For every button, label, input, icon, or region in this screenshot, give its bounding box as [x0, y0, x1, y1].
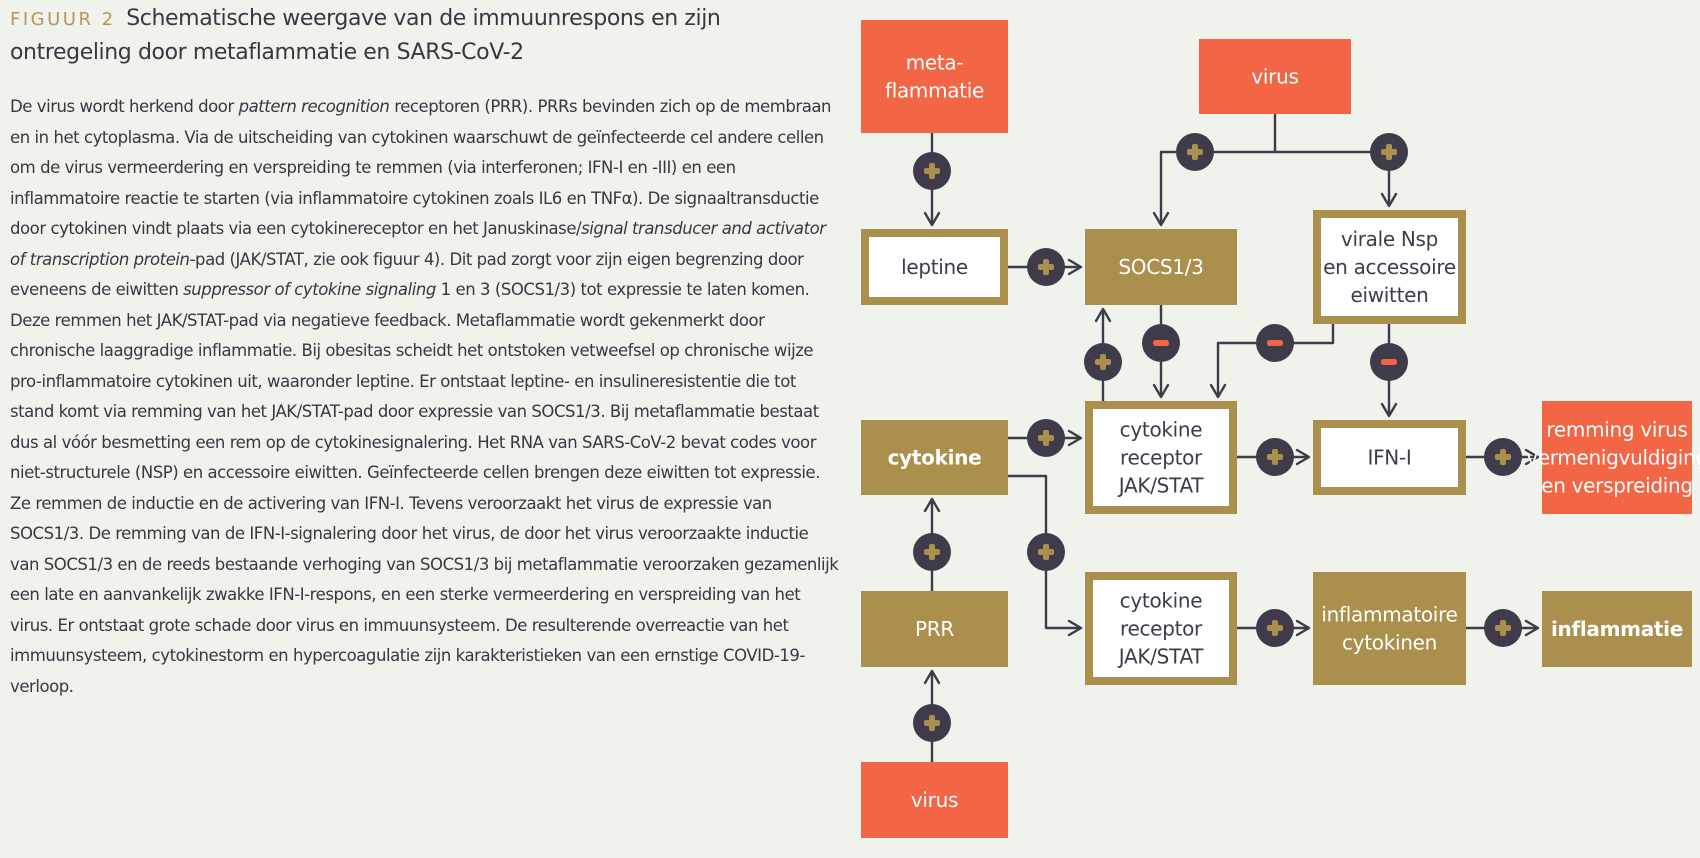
node-label-line: cytokine: [888, 446, 982, 470]
node-label-line: leptine: [901, 255, 968, 279]
node-ifn: IFN-I: [1313, 420, 1466, 495]
node-label-line: remming virus: [1546, 418, 1687, 442]
node-label-line: PRR: [915, 617, 954, 641]
node-inflammatie: inflammatie: [1542, 591, 1692, 667]
node-nsp: virale Nsp en accessoire eiwitten: [1313, 210, 1466, 324]
figure-caption: FIGUUR 2 Schematische weergave van de im…: [10, 2, 840, 702]
node-inflcyt: inflammatoire cytokinen: [1313, 572, 1466, 685]
node-label-line: IFN-I: [1368, 446, 1412, 470]
connector-arrow: [1152, 114, 1277, 227]
plus-sign-virus-socs: [1176, 133, 1214, 171]
minus-sign-nsp-receptor: [1256, 324, 1294, 362]
node-socs: SOCS1/3: [1085, 229, 1237, 305]
diagram-signs: [913, 133, 1522, 742]
node-label-line: cytokinen: [1342, 631, 1437, 655]
node-label-line: en accessoire: [1323, 255, 1456, 279]
node-virus-top: virus: [1199, 39, 1351, 114]
node-label-line: vermenigvuldiging: [1526, 446, 1700, 470]
node-label-line: virus: [1251, 65, 1298, 89]
node-leptine: leptine: [861, 229, 1008, 305]
plus-sign-meta-leptine: [913, 152, 951, 190]
plus-sign-virus-nsp: [1370, 133, 1408, 171]
plus-sign-ifn-remming: [1484, 438, 1522, 476]
node-label-line: receptor: [1120, 617, 1203, 641]
node-label-line: flammatie: [885, 79, 984, 103]
figure-title: Schematische weergave van de immuunrespo…: [10, 6, 721, 65]
node-label-line: JAK/STAT: [1117, 474, 1204, 498]
plus-sign-cytokine-receptor2: [1027, 533, 1065, 571]
plus-sign-inflcyt-inflammatie: [1484, 609, 1522, 647]
node-virus-bottom: virus: [861, 762, 1008, 838]
plus-sign-cytokine-receptor1: [1027, 419, 1065, 457]
node-remming: remming virus vermenigvuldiging en verspre…: [1526, 401, 1700, 514]
node-label-line: virus: [911, 788, 958, 812]
node-label-line: inflammatoire: [1321, 603, 1457, 627]
node-label-line: inflammatie: [1551, 617, 1683, 641]
node-prr: PRR: [861, 591, 1008, 667]
plus-sign-virus-prr: [913, 704, 951, 742]
figure-heading: FIGUUR 2 Schematische weergave van de im…: [10, 2, 840, 69]
minus-sign-nsp-ifn: [1370, 343, 1408, 381]
minus-sign-socs-receptor: [1142, 324, 1180, 362]
node-label-line: en verspreiding: [1541, 474, 1693, 498]
plus-sign-leptine-socs: [1027, 248, 1065, 286]
plus-sign-receptor2-inflcyt: [1256, 609, 1294, 647]
node-label-line: SOCS1/3: [1118, 255, 1203, 279]
node-label-line: receptor: [1120, 446, 1203, 470]
plus-sign-receptor1-ifn: [1256, 438, 1294, 476]
node-cytokine: cytokine: [861, 420, 1008, 495]
node-label-line: virale Nsp: [1341, 227, 1438, 251]
plus-sign-receptor-socs: [1084, 343, 1122, 381]
plus-sign-prr-cytokine: [913, 533, 951, 571]
node-label-line: JAK/STAT: [1117, 645, 1204, 669]
node-label-line: meta-: [906, 51, 964, 75]
node-label-line: eiwitten: [1350, 283, 1428, 307]
node-metaflammatie: meta-flammatie: [861, 20, 1008, 133]
diagram-nodes: meta-flammatie virus leptine SOCS1/3 virale …: [861, 20, 1700, 838]
node-label-line: cytokine: [1120, 589, 1203, 613]
figure-body-text: De virus wordt herkend door pattern reco…: [10, 97, 839, 696]
figure-label: FIGUUR 2: [10, 9, 116, 30]
node-label-line: cytokine: [1120, 418, 1203, 442]
